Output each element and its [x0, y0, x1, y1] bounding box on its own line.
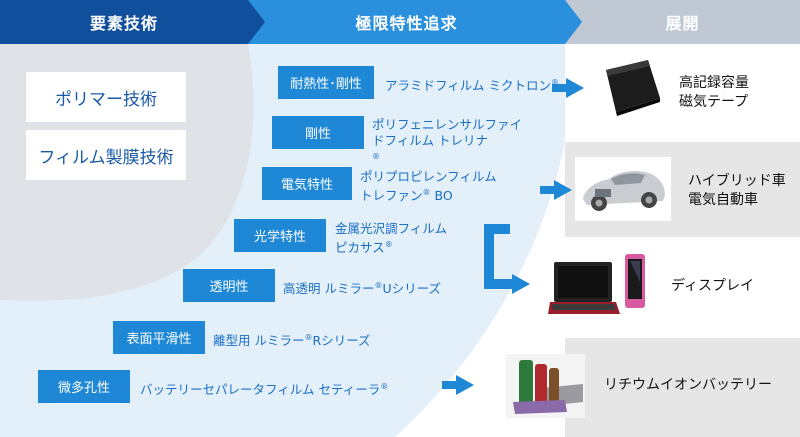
property-heat-rigidity: 耐熱性･剛性 — [278, 66, 374, 99]
property-transparency: 透明性 — [183, 269, 275, 302]
property-optical: 光学特性 — [234, 219, 326, 252]
property-microporosity: 微多孔性 — [38, 370, 130, 403]
application-magnetic-tape: 高記録容量 磁気テープ — [679, 75, 749, 110]
property-electrical: 電気特性 — [262, 167, 352, 200]
product-torelina: ポリフェニレンサルファイドフィルム トレリナ® — [372, 117, 523, 161]
tech-polymer: ポリマー技術 — [26, 72, 186, 122]
application-display: ディスプレイ — [671, 278, 755, 294]
header-elements: 要素技術 — [89, 14, 158, 33]
property-surface-smoothness: 表面平滑性 — [113, 321, 205, 354]
property-rigidity: 剛性 — [272, 116, 364, 149]
hybrid-car-icon — [575, 157, 671, 221]
product-setela: バッテリーセパレータフィルム セティーラ® — [140, 382, 389, 398]
product-torayfan: ポリプロピレンフィルム トレファン® BO — [360, 169, 497, 204]
magnetic-tape-cartridge-icon — [606, 60, 660, 116]
product-mictron: アラミドフィルム ミクトロン® — [385, 78, 559, 94]
display-devices-icon — [548, 254, 645, 314]
product-lumirror-r: 離型用 ルミラー®Rシリーズ — [213, 333, 371, 349]
product-lumirror-u: 高透明 ルミラー®Uシリーズ — [283, 281, 442, 297]
flow-arrows — [442, 78, 584, 395]
header-applications: 展開 — [665, 14, 700, 33]
lithium-battery-icon — [505, 354, 585, 418]
product-picasus: 金属光沢調フィルム ピカサス® — [335, 221, 448, 256]
header-properties: 極限特性追求 — [355, 14, 458, 33]
application-vehicles: ハイブリッド車 電気自動車 — [688, 173, 786, 208]
application-battery: リチウムイオンバッテリー — [604, 377, 772, 393]
tech-film-forming: フィルム製膜技術 — [26, 130, 186, 180]
